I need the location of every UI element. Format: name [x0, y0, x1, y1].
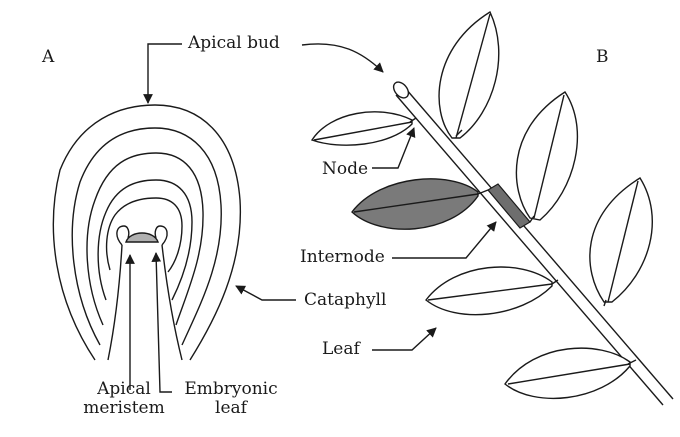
label-internode: Internode: [300, 248, 385, 267]
apical-bud-tip: [391, 79, 412, 101]
outer-cataphyll: [53, 105, 240, 360]
apical-meristem: [126, 233, 158, 242]
leaf-lower-left: [426, 267, 552, 315]
panel-b-letter: B: [596, 48, 609, 67]
arrow-embryonic-leaf: [156, 253, 172, 392]
label-cataphyll: Cataphyll: [304, 291, 386, 310]
stem-axis: [108, 245, 122, 360]
label-embryonic-leaf: Embryonic leaf: [176, 380, 286, 418]
leaf-top: [439, 12, 499, 138]
arrow-apical-bud-a: [148, 44, 182, 103]
arrow-apical-bud-b: [302, 44, 383, 72]
arrow-leaf: [372, 328, 436, 350]
label-leaf: Leaf: [322, 340, 360, 359]
leaf-right-middle: [590, 178, 652, 302]
panel-a-letter: A: [42, 48, 54, 67]
label-apical-meristem: Apical meristem: [74, 380, 174, 418]
label-embryonic-leaf-line1: Embryonic: [176, 380, 286, 399]
stem-axis-right: [162, 245, 182, 360]
leaf-shaded: [352, 179, 478, 229]
label-apical-bud: Apical bud: [188, 34, 280, 53]
label-embryonic-leaf-line2: leaf: [176, 399, 286, 418]
leaf-bottom: [505, 348, 630, 398]
leaf-right-upper: [516, 92, 577, 220]
arrow-cataphyll: [236, 286, 296, 300]
label-apical-meristem-line1: Apical: [74, 380, 174, 399]
shoot-branch: [312, 12, 673, 405]
label-apical-meristem-line2: meristem: [74, 399, 174, 418]
label-node: Node: [322, 160, 368, 179]
apical-bud-section: [53, 105, 240, 360]
leaf-upper-left: [312, 112, 412, 145]
